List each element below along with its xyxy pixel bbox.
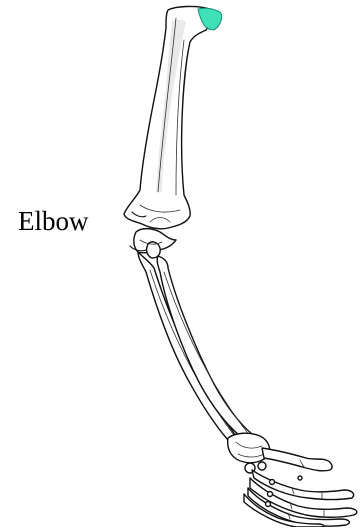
humerus-bone	[124, 6, 212, 228]
elbow-joint	[130, 229, 176, 258]
radius-bone	[157, 256, 262, 448]
elbow-label: Elbow	[18, 208, 89, 235]
